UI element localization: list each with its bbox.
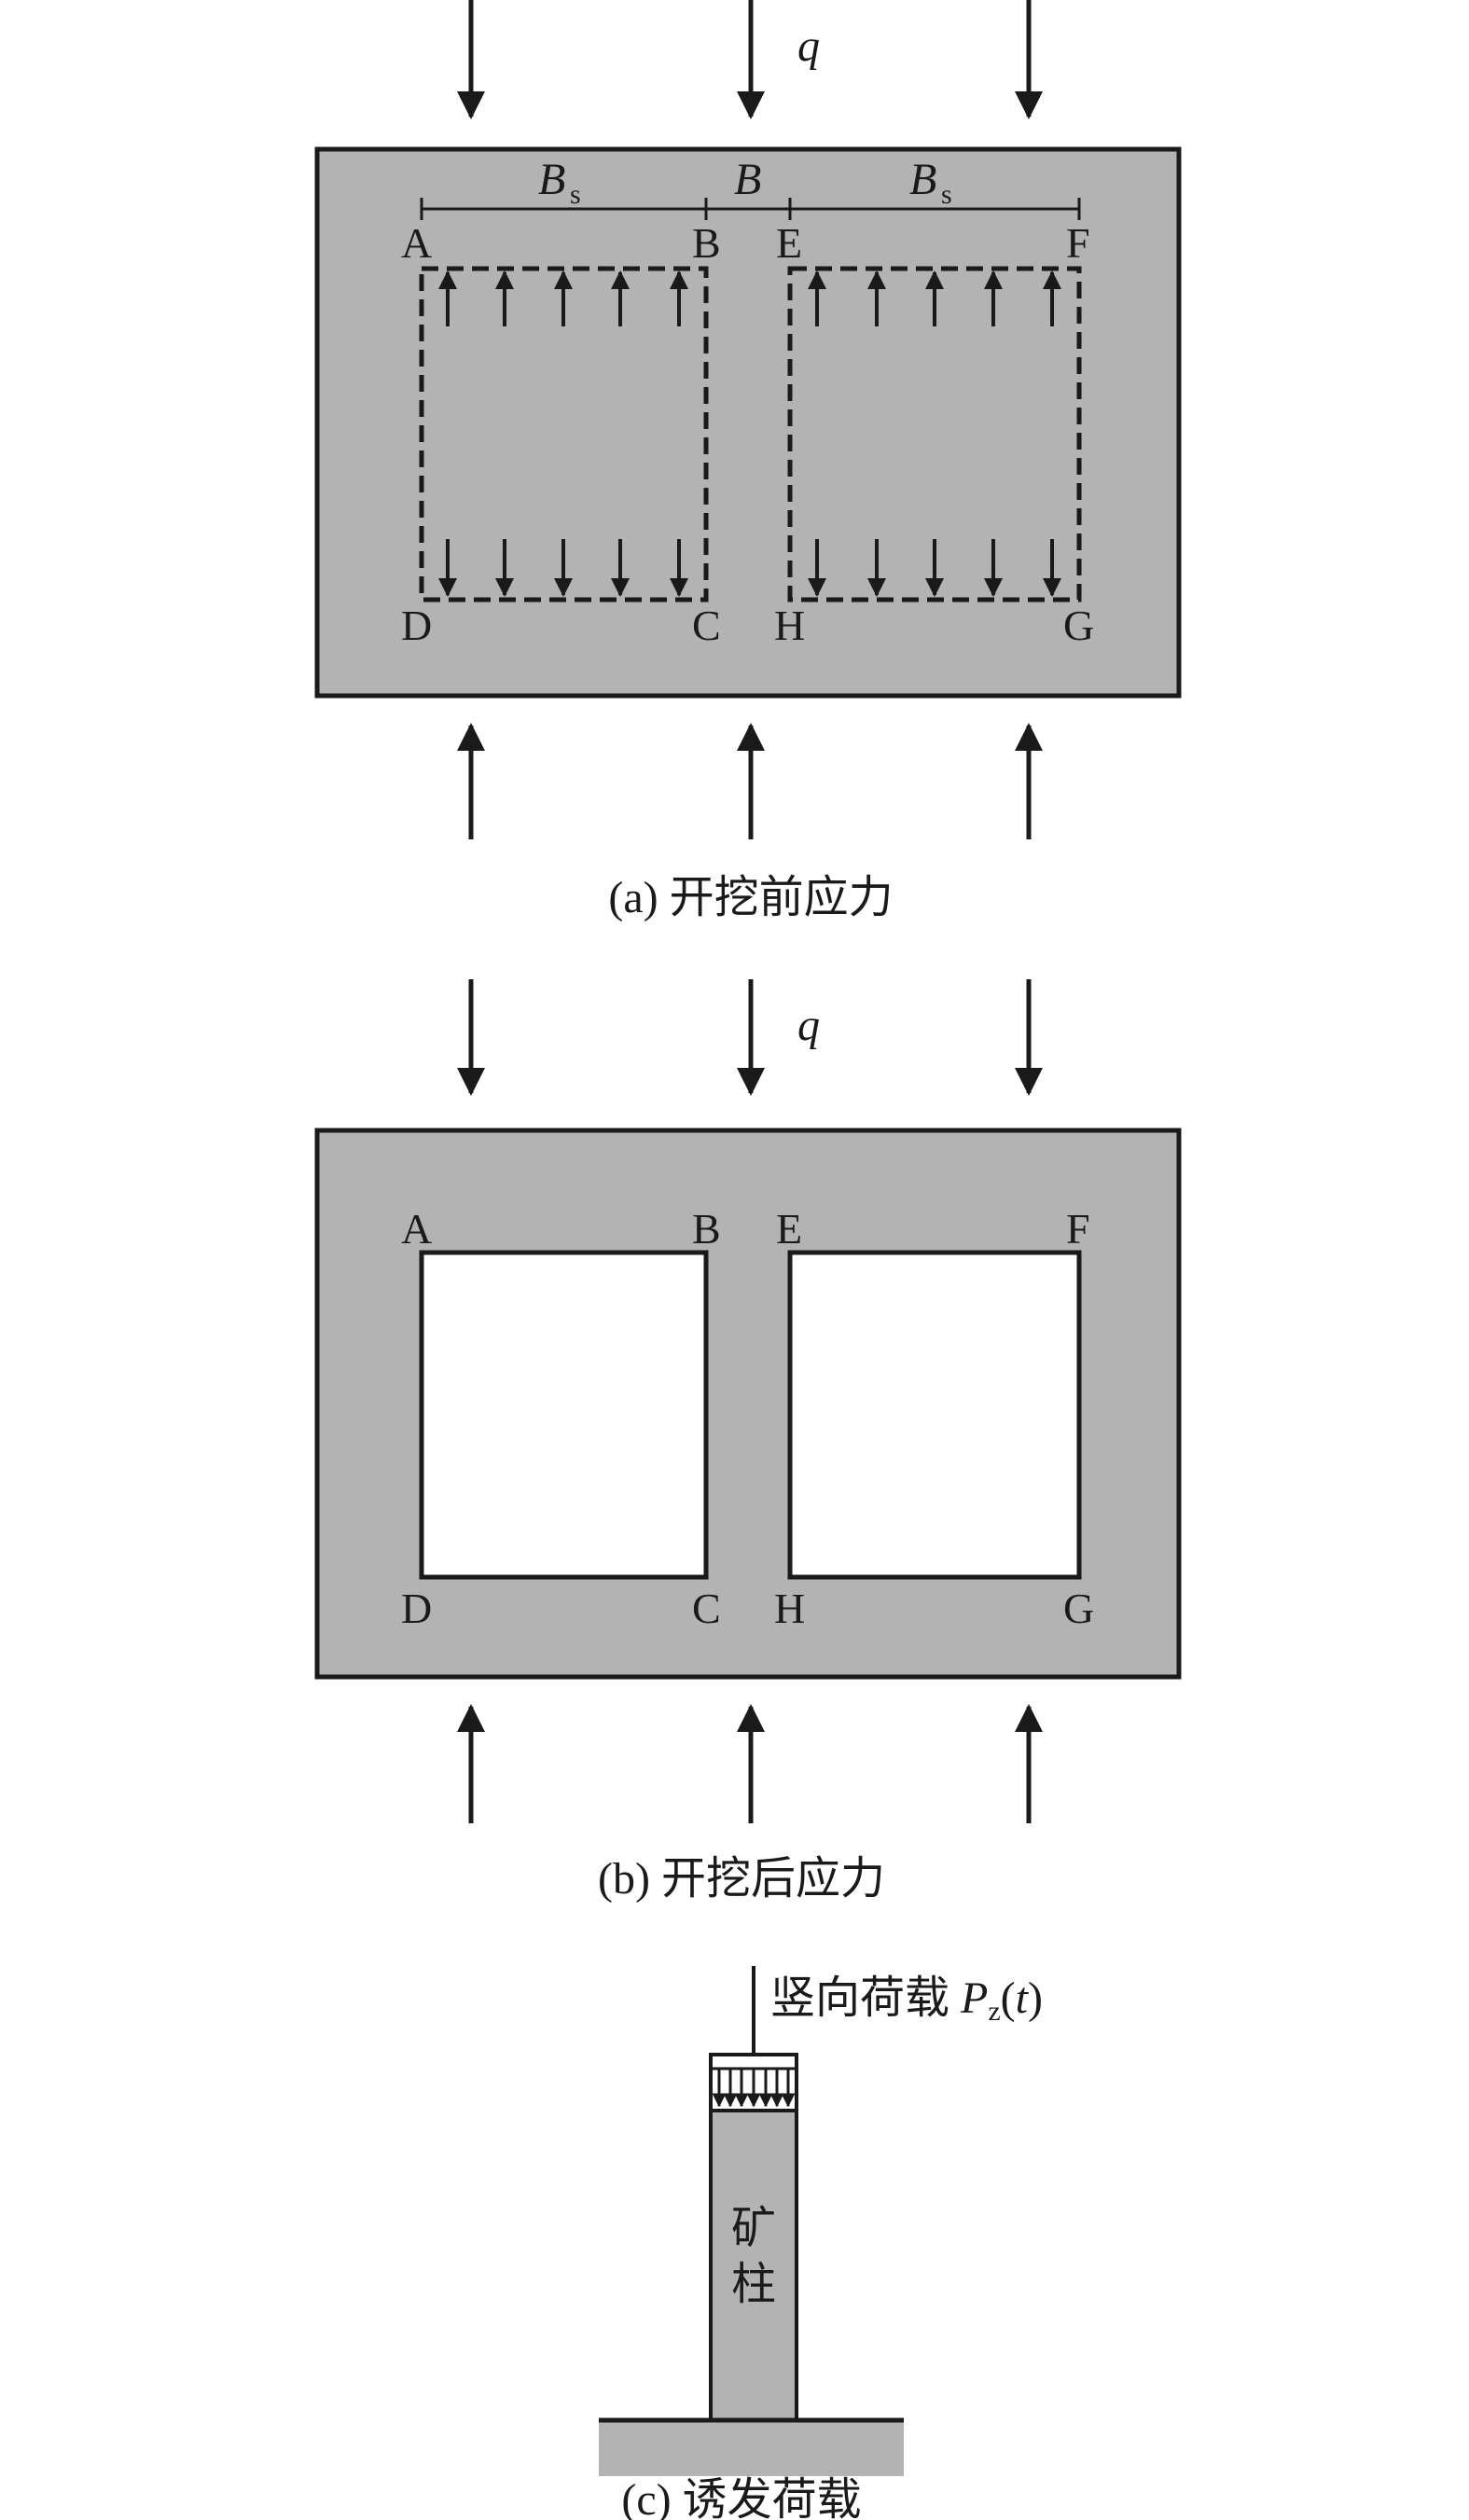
load-label-q: q: [797, 1001, 820, 1050]
excavated-room-left: [419, 1250, 709, 1580]
dashed-outlines: [419, 266, 1082, 602]
ground-base: [599, 2420, 904, 2476]
load-label-q: q: [797, 21, 820, 71]
caption-b: (b) 开挖后应力: [598, 1854, 885, 1904]
caption-c: (c) 诱发荷载: [621, 2475, 861, 2520]
excavated-room-right: [787, 1250, 1082, 1580]
dashed-room-left: [419, 266, 709, 602]
caption-a: (a) 开挖前应力: [608, 873, 893, 922]
point-label-c: C: [692, 1585, 721, 1632]
rock-mass: [314, 146, 1182, 699]
point-label-a: A: [401, 1205, 432, 1253]
pillar-label-2: 柱: [731, 2260, 776, 2309]
vertical-load-label: 竖向荷载 Pz(t): [770, 1973, 1043, 2027]
panel-a: q B s B B s: [314, 0, 1182, 922]
point-label-a: A: [401, 219, 432, 267]
dim-label-b: B: [734, 155, 761, 204]
point-label-h: H: [774, 1585, 805, 1632]
point-label-h: H: [774, 602, 805, 649]
point-label-e: E: [776, 219, 802, 267]
point-label-g: G: [1063, 1585, 1094, 1632]
internal-arrows-down: [438, 539, 1061, 597]
point-label-c: C: [692, 602, 721, 649]
top-load-arrows: [457, 979, 1043, 1096]
point-label-d: D: [401, 1585, 432, 1632]
point-label-b: B: [692, 219, 721, 267]
panel-b: q A B E F D C H G (b) 开挖后应力: [314, 979, 1182, 1904]
point-label-b: B: [692, 1205, 721, 1253]
bottom-reaction-arrows: [457, 1704, 1043, 1823]
panel-c: 竖向荷载 Pz(t) 矿 柱 (c) 诱发荷载: [599, 1966, 1043, 2520]
dim-label-bs-right: B: [909, 155, 936, 204]
point-label-e: E: [776, 1205, 802, 1253]
dim-label-bs-left: B: [538, 155, 565, 204]
dim-sub-bs-right: s: [941, 179, 952, 210]
point-label-f: F: [1066, 219, 1090, 267]
bottom-reaction-arrows: [457, 723, 1043, 839]
point-label-g: G: [1063, 602, 1094, 649]
load-block-arrows: [712, 2069, 796, 2108]
top-load-arrows: [457, 0, 1043, 119]
dimension-line: [420, 198, 1081, 220]
point-label-f: F: [1066, 1205, 1090, 1253]
dashed-room-right: [787, 266, 1082, 602]
pillar-label-1: 矿: [731, 2204, 776, 2253]
dim-sub-bs-left: s: [570, 179, 581, 210]
internal-arrows-up: [438, 270, 1061, 326]
pillar: [709, 2109, 798, 2422]
point-label-d: D: [401, 602, 432, 649]
